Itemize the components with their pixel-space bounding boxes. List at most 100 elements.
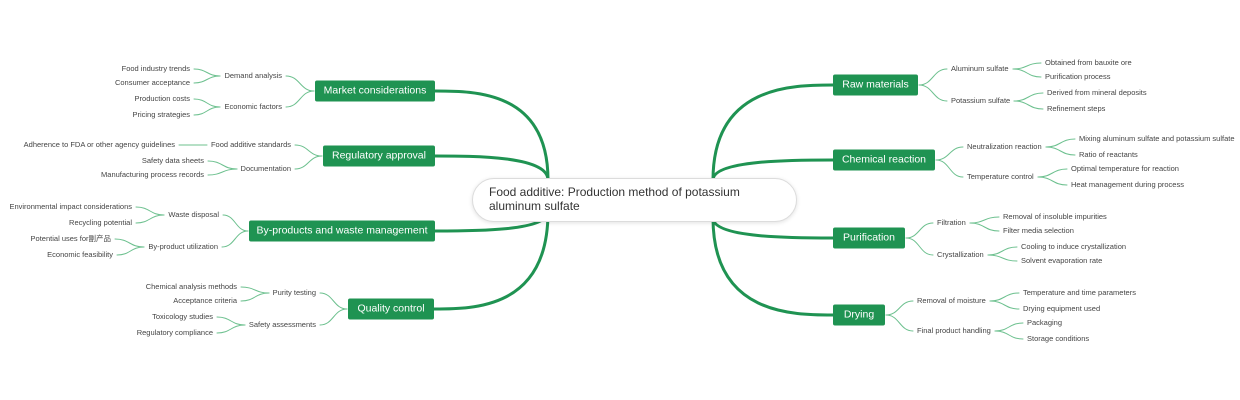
leaf-topic[interactable]: Adherence to FDA or other agency guideli…	[23, 140, 175, 149]
main-branch-connector	[433, 154, 550, 182]
leaf-connector	[994, 330, 1024, 340]
leaf-topic[interactable]: Drying equipment used	[1023, 304, 1101, 313]
leaf-connector	[216, 316, 246, 326]
leaf-connector	[1045, 138, 1076, 148]
subtopic[interactable]: Purity testing	[272, 288, 316, 297]
leaf-topic[interactable]: Temperature and time parameters	[1023, 288, 1136, 297]
main-branch-connector	[711, 83, 835, 182]
leaf-topic[interactable]: Recycling potential	[69, 218, 132, 227]
leaf-connector	[969, 216, 1000, 224]
leaf-topic[interactable]: Heat management during process	[1071, 180, 1184, 189]
leaf-topic[interactable]: Environmental impact considerations	[9, 202, 132, 211]
central-topic[interactable]: Food additive: Production method of pota…	[472, 178, 797, 222]
subtopic-connector	[935, 146, 964, 161]
leaf-topic[interactable]: Optimal temperature for reaction	[1071, 164, 1179, 173]
leaf-topic[interactable]: Pricing strategies	[132, 110, 190, 119]
subtopic[interactable]: Filtration	[937, 218, 966, 227]
leaf-topic[interactable]: Packaging	[1027, 318, 1063, 327]
main-topic-left-0[interactable]: Market considerations	[315, 80, 435, 102]
leaf-topic[interactable]: Storage conditions	[1027, 334, 1090, 343]
leaf-connector	[193, 68, 221, 77]
leaf-topic[interactable]: Economic feasibility	[47, 250, 113, 259]
leaf-topic[interactable]: Removal of insoluble impurities	[1003, 212, 1107, 221]
subtopic-connector	[319, 308, 348, 326]
leaf-topic[interactable]: Toxicology studies	[152, 312, 213, 321]
main-topic-left-3[interactable]: Quality control	[348, 298, 434, 320]
leaf-connector	[1037, 168, 1068, 178]
subtopic[interactable]: Removal of moisture	[917, 296, 986, 305]
leaf-topic[interactable]: Purification process	[1045, 72, 1111, 81]
leaf-topic[interactable]: Mixing aluminum sulfate and potassium su…	[1079, 134, 1235, 143]
leaf-topic[interactable]: Potential uses for副产品	[30, 234, 111, 243]
subtopic[interactable]: Economic factors	[224, 102, 282, 111]
leaf-connector	[969, 222, 1000, 232]
main-branch-connector	[433, 89, 550, 182]
main-topic-right-2[interactable]: Purification	[833, 227, 905, 249]
leaf-topic[interactable]: Filter media selection	[1003, 226, 1074, 235]
subtopic-connector	[935, 159, 964, 178]
leaf-connector	[994, 322, 1024, 332]
subtopic-connector	[294, 155, 323, 170]
subtopic[interactable]: Food additive standards	[210, 140, 291, 149]
leaf-connector	[135, 206, 165, 216]
subtopic-connector	[285, 75, 315, 92]
subtopic[interactable]: Waste disposal	[168, 210, 219, 219]
subtopic-connector	[918, 84, 948, 102]
subtopic[interactable]: Temperature control	[967, 172, 1034, 181]
leaf-connector	[114, 238, 145, 248]
leaf-topic[interactable]: Acceptance criteria	[173, 296, 237, 305]
subtopic[interactable]: Aluminum sulfate	[951, 64, 1009, 73]
subtopic-connector	[221, 230, 249, 248]
leaf-topic[interactable]: Cooling to induce crystallization	[1021, 242, 1127, 251]
leaf-connector	[207, 168, 238, 176]
subtopic[interactable]: Neutralization reaction	[967, 142, 1042, 151]
main-topic-right-0[interactable]: Raw materials	[833, 74, 918, 96]
subtopic-connector	[222, 214, 249, 232]
leaf-connector	[1013, 100, 1044, 110]
leaf-topic[interactable]: Safety data sheets	[141, 156, 204, 165]
subtopic[interactable]: Demand analysis	[224, 71, 282, 80]
leaf-connector	[987, 254, 1018, 262]
leaf-topic[interactable]: Consumer acceptance	[114, 78, 190, 87]
leaf-connector	[193, 98, 221, 108]
leaf-topic[interactable]: Food industry trends	[121, 64, 190, 73]
subtopic[interactable]: Safety assessments	[248, 320, 316, 329]
subtopic[interactable]: Crystallization	[937, 250, 984, 259]
main-branch-connector	[432, 210, 550, 311]
main-topic-left-1[interactable]: Regulatory approval	[323, 145, 435, 167]
leaf-connector	[216, 324, 246, 334]
subtopic-connector	[905, 237, 934, 256]
main-branch-connector	[711, 158, 835, 182]
leaf-topic[interactable]: Manufacturing process records	[101, 170, 204, 179]
leaf-connector	[240, 292, 270, 302]
leaf-topic[interactable]: Solvent evaporation rate	[1021, 256, 1103, 265]
leaf-topic[interactable]: Refinement steps	[1047, 104, 1106, 113]
leaf-connector	[987, 246, 1018, 256]
main-topic-right-3[interactable]: Drying	[833, 304, 885, 326]
main-branch-connector	[711, 216, 835, 240]
leaf-topic[interactable]: Derived from mineral deposits	[1047, 88, 1147, 97]
subtopic[interactable]: By-product utilization	[148, 242, 218, 251]
subtopic[interactable]: Final product handling	[917, 326, 991, 335]
leaf-connector	[1045, 146, 1076, 156]
main-topic-right-1[interactable]: Chemical reaction	[833, 149, 935, 171]
leaf-topic[interactable]: Chemical analysis methods	[145, 282, 237, 291]
subtopic-connector	[285, 90, 315, 108]
leaf-topic[interactable]: Obtained from bauxite ore	[1045, 58, 1132, 67]
main-topic-left-2[interactable]: By-products and waste management	[249, 220, 435, 242]
leaf-connector	[135, 214, 165, 224]
leaf-connector	[1012, 62, 1042, 70]
main-branch-connector	[711, 216, 835, 317]
leaf-connector	[1013, 92, 1044, 102]
subtopic[interactable]: Potassium sulfate	[951, 96, 1011, 105]
subtopic-connector	[918, 68, 948, 86]
leaf-connector	[240, 286, 270, 294]
leaf-topic[interactable]: Regulatory compliance	[136, 328, 213, 337]
subtopic-connector	[885, 300, 914, 316]
leaf-topic[interactable]: Production costs	[134, 94, 190, 103]
leaf-connector	[193, 106, 221, 116]
leaf-topic[interactable]: Ratio of reactants	[1079, 150, 1138, 159]
subtopic[interactable]: Documentation	[240, 164, 291, 173]
